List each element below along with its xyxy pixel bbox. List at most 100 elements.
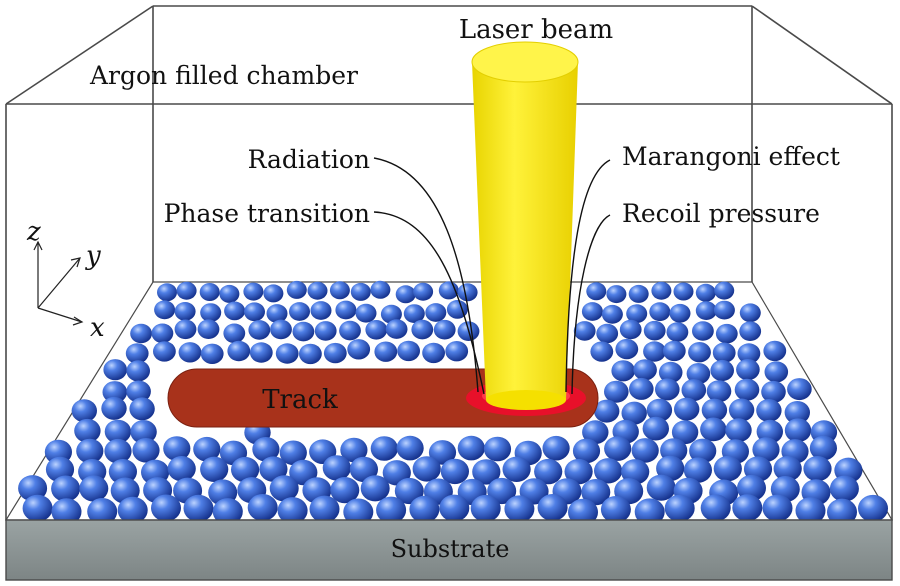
powder-particle bbox=[734, 378, 760, 401]
powder-particle bbox=[101, 396, 127, 420]
powder-particle bbox=[594, 458, 623, 484]
powder-particle bbox=[248, 320, 271, 340]
powder-particle bbox=[163, 436, 191, 461]
powder-particle bbox=[200, 456, 229, 482]
powder-particle bbox=[542, 435, 570, 461]
powder-particle bbox=[330, 477, 360, 504]
axis-y-label: y bbox=[85, 241, 101, 271]
powder-particle bbox=[633, 359, 657, 381]
powder-particle bbox=[643, 320, 666, 341]
powder-particle bbox=[440, 458, 469, 485]
powder-particle bbox=[604, 436, 632, 461]
powder-particle bbox=[104, 419, 132, 444]
powder-particle bbox=[167, 456, 196, 482]
laser-beam bbox=[471, 41, 579, 410]
powder-particle bbox=[761, 380, 786, 403]
substrate-block bbox=[5, 519, 893, 581]
powder-particle bbox=[582, 420, 609, 445]
powder-particle bbox=[309, 495, 340, 523]
powder-particle bbox=[827, 498, 857, 526]
powder-particle bbox=[51, 498, 82, 526]
marangoni-leader bbox=[565, 159, 611, 393]
powder-particle bbox=[385, 319, 408, 339]
powder-particle bbox=[286, 280, 307, 299]
powder-particle bbox=[102, 381, 128, 404]
powder-particle bbox=[712, 342, 736, 363]
powder-particle bbox=[470, 494, 501, 522]
powder-particle bbox=[710, 359, 734, 382]
powder-particle bbox=[606, 285, 627, 304]
powder-particle bbox=[803, 456, 832, 482]
radiation-leader bbox=[373, 157, 479, 393]
powder-particle bbox=[764, 361, 789, 383]
powder-particle bbox=[600, 496, 631, 523]
powder-particle bbox=[858, 494, 888, 522]
powder-particle bbox=[343, 498, 374, 526]
powder-particle bbox=[666, 322, 689, 342]
powder-particle bbox=[269, 475, 299, 502]
powder-particle bbox=[651, 281, 672, 300]
powder-particle bbox=[340, 437, 368, 463]
chamber-box bbox=[5, 5, 893, 520]
powder-particle bbox=[347, 339, 371, 360]
powder-particle bbox=[594, 399, 620, 423]
axis-x-label: x bbox=[90, 313, 105, 343]
powder-particle bbox=[629, 377, 654, 400]
powder-particle bbox=[270, 319, 292, 340]
powder-particle bbox=[231, 456, 260, 483]
powder-particle bbox=[252, 437, 280, 462]
powder-particle bbox=[126, 380, 151, 403]
powder-particle bbox=[683, 457, 713, 483]
powder-particle bbox=[329, 281, 350, 300]
powder-particle bbox=[537, 494, 568, 521]
powder-particle bbox=[151, 323, 174, 344]
powder-particle bbox=[307, 281, 328, 300]
powder-particle bbox=[649, 302, 671, 322]
powder-particle bbox=[76, 438, 104, 464]
powder-particle bbox=[71, 399, 98, 423]
powder-particle bbox=[658, 361, 683, 383]
powder-particle bbox=[728, 398, 755, 422]
powder-particle bbox=[247, 494, 278, 521]
powder-particle bbox=[412, 456, 441, 482]
powder-particle bbox=[51, 475, 81, 502]
powder-particle bbox=[174, 302, 196, 321]
axis-triad bbox=[33, 240, 84, 326]
powder-particle bbox=[154, 300, 176, 320]
powder-particle bbox=[725, 418, 752, 443]
powder-particle bbox=[153, 341, 176, 362]
powder-particle bbox=[581, 302, 603, 321]
powder-particle bbox=[795, 497, 826, 525]
radiation-label: Radiation bbox=[248, 145, 370, 174]
powder-particle bbox=[289, 302, 310, 321]
powder-particle bbox=[403, 304, 425, 323]
powder-particle bbox=[157, 283, 177, 302]
powder-particle bbox=[411, 319, 434, 340]
powder-particle bbox=[692, 321, 714, 341]
laser-beam-label: Laser beam bbox=[459, 15, 613, 45]
powder-particle bbox=[596, 323, 619, 344]
powder-particle bbox=[581, 479, 611, 506]
powder-particle bbox=[428, 440, 457, 465]
powder-particle bbox=[176, 281, 197, 300]
powder-particle bbox=[664, 494, 695, 522]
powder-particle bbox=[626, 304, 648, 324]
powder-particle bbox=[739, 321, 762, 342]
powder-particle bbox=[263, 284, 284, 303]
powder-particle bbox=[125, 343, 149, 364]
powder-particle bbox=[108, 459, 137, 485]
powder-particle bbox=[701, 398, 728, 422]
powder-particle bbox=[784, 401, 810, 424]
powder-particle bbox=[370, 436, 398, 461]
substrate-label: Substrate bbox=[391, 535, 510, 563]
powder-particle bbox=[752, 437, 780, 462]
powder-particle bbox=[732, 494, 763, 522]
powder-particle bbox=[472, 459, 501, 485]
powder-particle bbox=[279, 440, 307, 466]
powder-particle bbox=[292, 321, 315, 342]
powder-particle bbox=[739, 303, 761, 323]
powder-particle bbox=[360, 475, 390, 502]
powder-particle bbox=[762, 494, 793, 522]
powder-particle bbox=[642, 416, 669, 441]
powder-particle bbox=[335, 300, 357, 320]
